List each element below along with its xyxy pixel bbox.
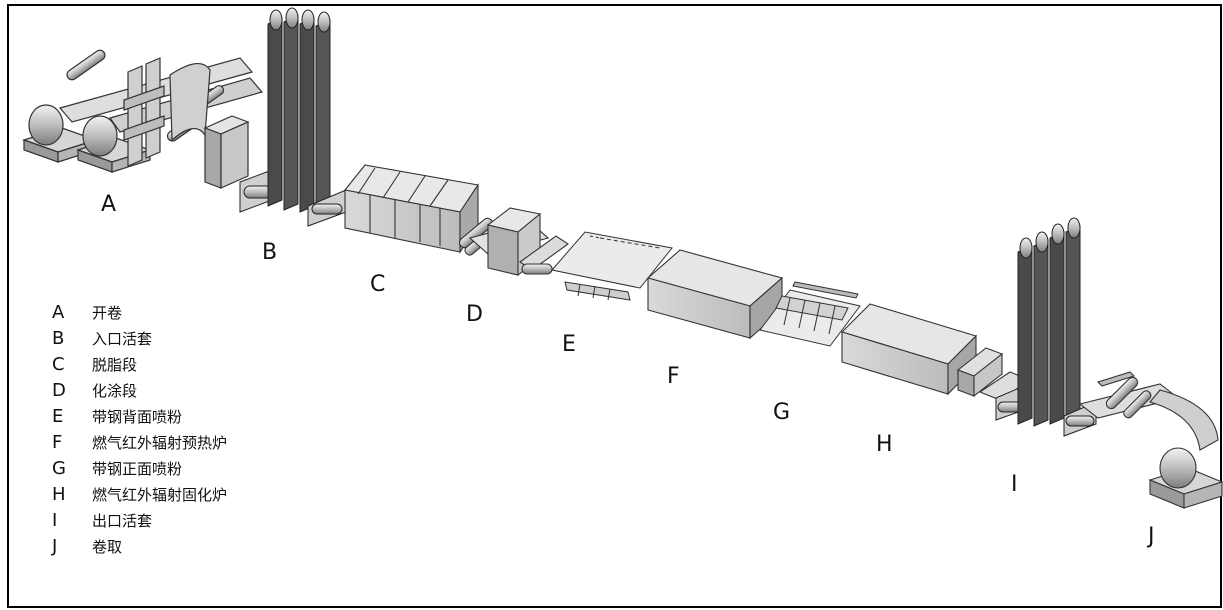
section-label-f: F [667, 364, 680, 389]
section-label-a: A [101, 192, 117, 217]
legend-text: 脱脂段 [92, 356, 138, 374]
legend-key: J [52, 536, 58, 557]
legend-key: D [52, 380, 66, 401]
legend-key: F [52, 432, 63, 453]
section-label-d: D [466, 302, 483, 327]
legend-key: E [52, 406, 64, 427]
legend-key: B [52, 328, 65, 349]
legend-text: 入口活套 [92, 330, 153, 348]
legend-text: 燃气红外辐射固化炉 [92, 486, 228, 504]
entry-looper-equipment [239, 7, 347, 227]
preheating-furnace-equipment [646, 249, 784, 340]
section-label-h: H [876, 432, 893, 457]
legend-key: I [52, 510, 58, 531]
legend-text: 带钢背面喷粉 [92, 408, 183, 426]
legend-text: 带钢正面喷粉 [92, 460, 183, 478]
section-label-c: C [370, 272, 386, 297]
legend-key: G [52, 458, 66, 479]
legend-text: 化涂段 [92, 382, 138, 400]
curing-furnace-equipment [840, 303, 1032, 401]
degreasing-section-equipment [344, 164, 479, 254]
legend-text: 卷取 [92, 538, 123, 556]
chemical-coating-section-equipment [458, 207, 569, 277]
section-label-i: I [1011, 472, 1018, 497]
legend-text: 开卷 [92, 304, 123, 322]
uncoiler-equipment [22, 49, 264, 189]
legend-text: 燃气红外辐射预热炉 [92, 434, 228, 452]
section-label-b: B [262, 240, 278, 265]
legend-key: H [52, 484, 66, 505]
legend-text: 出口活套 [92, 512, 153, 530]
legend-key: A [52, 302, 65, 323]
front-powder-spray-equipment [759, 281, 861, 347]
frame-border [7, 4, 1222, 608]
back-powder-spray-equipment [551, 231, 673, 301]
legend-key: C [52, 354, 65, 375]
section-label-g: G [773, 400, 791, 425]
section-label-e: E [562, 332, 576, 357]
section-label-j: J [1148, 524, 1155, 549]
recoiler-equipment [1078, 371, 1223, 509]
